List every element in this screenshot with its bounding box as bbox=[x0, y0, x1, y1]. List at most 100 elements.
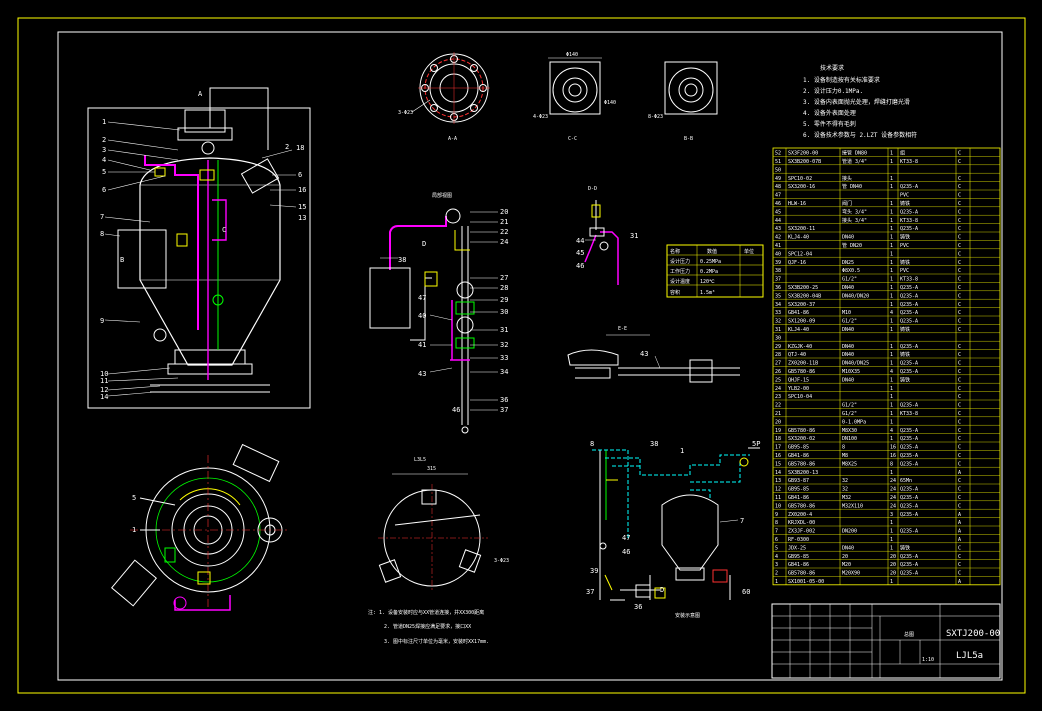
svg-text:27: 27 bbox=[500, 274, 508, 282]
bom-cell: A bbox=[958, 537, 961, 543]
bom-cell: Q235-A bbox=[900, 302, 918, 308]
note-1: 1. 设备制造按有关标准要求 bbox=[803, 76, 880, 84]
bom-cell: A bbox=[958, 470, 961, 476]
bom-cell: 24 bbox=[890, 495, 896, 501]
svg-text:5P: 5P bbox=[752, 440, 760, 448]
bom-cell: C bbox=[958, 285, 961, 291]
bom-cell: 弯头 3/4" bbox=[842, 208, 867, 215]
note-4: 4. 设备外表面处理 bbox=[803, 109, 856, 117]
bom-cell: Q235-A bbox=[900, 453, 918, 459]
bom-cell: C bbox=[958, 352, 961, 358]
bom-cell: Q235-A bbox=[900, 369, 918, 375]
bom-cell: Q235-A bbox=[900, 445, 918, 451]
bom-cell: Q235-A bbox=[900, 285, 918, 291]
svg-text:1: 1 bbox=[680, 447, 684, 455]
bom-cell: 1 bbox=[890, 344, 893, 350]
bom-cell: M8X30 bbox=[842, 428, 857, 434]
bom-cell: 1 bbox=[890, 260, 893, 266]
bom-cell: 45 bbox=[775, 209, 781, 215]
bom-cell: 0-1.0MPa bbox=[842, 419, 866, 425]
bom-cell: 20 bbox=[842, 554, 848, 560]
bom-cell: Q235-A bbox=[900, 529, 918, 535]
bom-cell: SX3200-16 bbox=[788, 184, 815, 190]
bom-cell: 42 bbox=[775, 235, 781, 241]
bom-cell: YLB2-00 bbox=[788, 386, 809, 392]
bom-cell: 1 bbox=[890, 151, 893, 157]
note-6: 6. 设备技术参数与 2.LZT 设备参数相符 bbox=[803, 131, 917, 139]
svg-text:36: 36 bbox=[634, 603, 642, 611]
svg-text:11: 11 bbox=[100, 377, 108, 385]
bom-cell: 9 bbox=[775, 512, 778, 518]
bom-cell: 4 bbox=[890, 310, 893, 316]
bom-cell: 24 bbox=[890, 487, 896, 493]
view-c-label: C-C bbox=[568, 136, 577, 142]
svg-text:38: 38 bbox=[650, 440, 658, 448]
svg-text:22: 22 bbox=[500, 228, 508, 236]
svg-text:5: 5 bbox=[102, 168, 106, 176]
bom-cell: M10 bbox=[842, 310, 851, 316]
bom-cell: GB5780-86 bbox=[788, 428, 815, 434]
bom-cell: 14 bbox=[775, 470, 781, 476]
bom-cell: Q235-A bbox=[900, 184, 918, 190]
svg-text:37: 37 bbox=[500, 406, 508, 414]
param-value: 1.5m³ bbox=[700, 290, 715, 296]
bom-cell: C bbox=[958, 319, 961, 325]
bom-cell: HLW-16 bbox=[788, 201, 806, 207]
bom-cell: 52 bbox=[775, 151, 781, 157]
bom-cell: Q235-A bbox=[900, 344, 918, 350]
bom-cell: M8 bbox=[842, 453, 848, 459]
bom-cell: 铸铁 bbox=[900, 351, 910, 358]
bom-cell: Q235-A bbox=[900, 403, 918, 409]
bom-cell: C bbox=[958, 503, 961, 509]
bom-cell: Q235-A bbox=[900, 495, 918, 501]
svg-text:28: 28 bbox=[500, 284, 508, 292]
bom-cell: SX3200-37 bbox=[788, 302, 815, 308]
view-a-label: A-A bbox=[448, 136, 457, 142]
note-5: 5. 零件不得有毛刺 bbox=[803, 120, 856, 128]
svg-text:31: 31 bbox=[630, 232, 638, 240]
svg-text:5: 5 bbox=[132, 494, 136, 502]
bom-cell: C bbox=[958, 453, 961, 459]
bom-cell: ZX0200-11B bbox=[788, 361, 818, 367]
bom-cell: A bbox=[958, 512, 961, 518]
view-c-dim-label: Φ140 bbox=[604, 100, 616, 106]
bom-cell: C bbox=[958, 436, 961, 442]
view-b: 8-Φ23 B-B bbox=[648, 61, 718, 142]
svg-text:3: 3 bbox=[102, 146, 106, 154]
bom-cell: 11 bbox=[775, 495, 781, 501]
bom-cell: 24 bbox=[890, 478, 896, 484]
svg-text:45: 45 bbox=[576, 249, 584, 257]
bom-cell: GB41-86 bbox=[788, 310, 809, 316]
bom-cell: SX3F200-00 bbox=[788, 151, 818, 157]
bom-cell: 阀门 bbox=[842, 200, 852, 207]
bom-cell: DN40 bbox=[842, 545, 854, 551]
bom-cell: C bbox=[958, 277, 961, 283]
view-c-hole-label: 4-Φ23 bbox=[533, 114, 548, 120]
bom-cell: DN40 bbox=[842, 377, 854, 383]
svg-text:8: 8 bbox=[590, 440, 594, 448]
bom-cell: 1 bbox=[890, 470, 893, 476]
bom-cell: 26 bbox=[775, 369, 781, 375]
bom-cell: 1 bbox=[890, 201, 893, 207]
param-header-3: 单位 bbox=[744, 248, 754, 255]
svg-text:44: 44 bbox=[576, 237, 584, 245]
plan-view: 51 bbox=[111, 443, 290, 611]
bom-cell: QTJ-40 bbox=[788, 352, 806, 358]
section-dim: 315 bbox=[427, 466, 436, 472]
bom-cell: C bbox=[958, 411, 961, 417]
bom-cell: KT33-8 bbox=[900, 277, 918, 283]
bom-cell: 25 bbox=[775, 377, 781, 383]
svg-text:39: 39 bbox=[590, 567, 598, 575]
bom-cell: 21 bbox=[775, 411, 781, 417]
svg-text:7: 7 bbox=[740, 517, 744, 525]
bom-cell: C bbox=[958, 545, 961, 551]
bom-cell: C bbox=[958, 260, 961, 266]
bom-cell: SX3B200-07B bbox=[788, 159, 821, 165]
bom-cell: KZGJK-40 bbox=[788, 344, 812, 350]
bom-cell: GB5780-86 bbox=[788, 503, 815, 509]
bom-cell: 12 bbox=[775, 487, 781, 493]
bom-cell: GB41-86 bbox=[788, 495, 809, 501]
bottom-notes: 注: 1. 设备安装时应与XX管道连接，并XX300距离 2. 管道DN25焊接… bbox=[368, 609, 489, 645]
